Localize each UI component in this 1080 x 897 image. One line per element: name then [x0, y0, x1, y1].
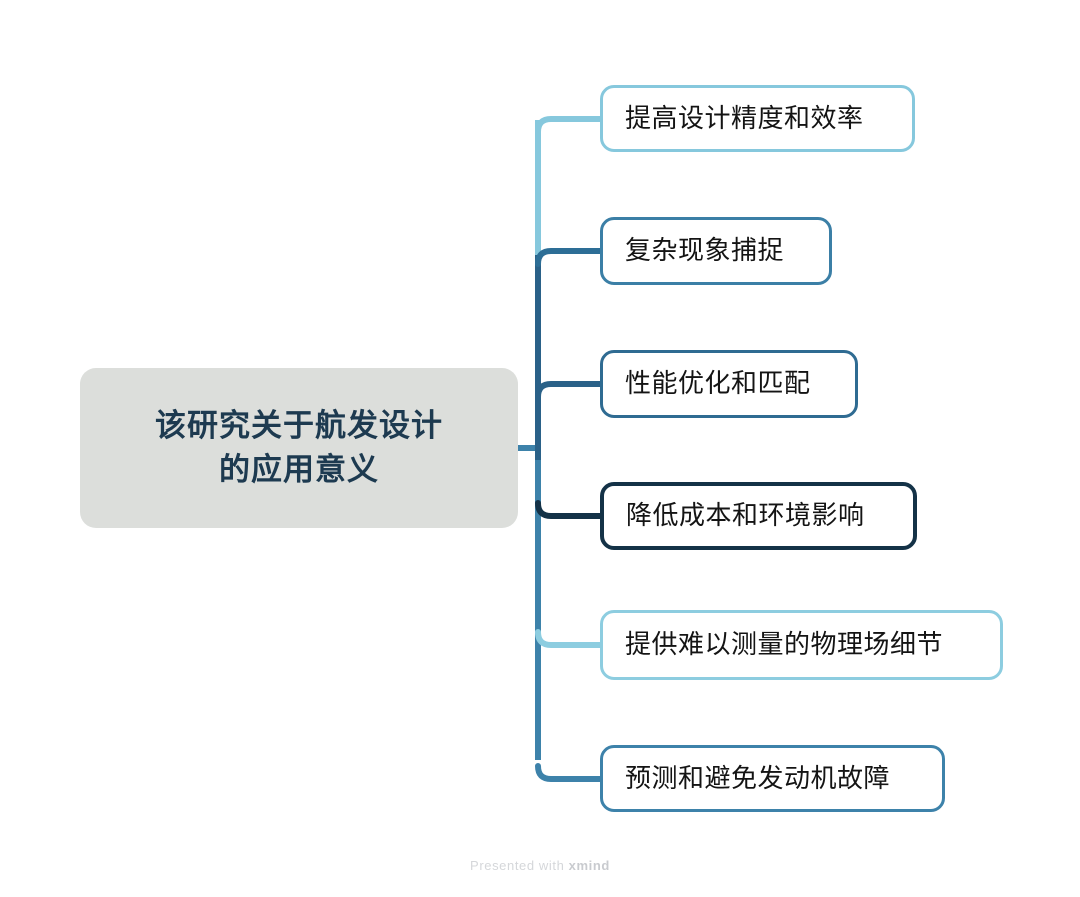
branch-node-6[interactable]: 预测和避免发动机故障 — [600, 745, 945, 812]
footer-prefix: Presented with — [470, 858, 569, 873]
branch-node-6-label: 预测和避免发动机故障 — [625, 762, 891, 793]
footer-watermark: Presented with xmind — [0, 858, 1080, 873]
branch-node-5-label: 提供难以测量的物理场细节 — [625, 629, 944, 660]
branch-node-3[interactable]: 性能优化和匹配 — [600, 350, 858, 418]
branch-node-1-label: 提高设计精度和效率 — [625, 102, 864, 133]
branch-connector-6 — [535, 763, 603, 782]
branch-connector-5 — [535, 629, 603, 648]
branch-node-5[interactable]: 提供难以测量的物理场细节 — [600, 610, 1003, 680]
root-node-label-line1: 该研究关于航发设计 — [155, 407, 443, 443]
root-node[interactable]: 该研究关于航发设计的应用意义 — [80, 368, 518, 528]
branch-node-2-label: 复杂现象捕捉 — [625, 235, 785, 266]
branch-connector-2 — [535, 248, 603, 267]
branch-node-4-label: 降低成本和环境影响 — [626, 500, 865, 531]
root-node-label-line2: 的应用意义 — [219, 452, 379, 487]
branch-node-4[interactable]: 降低成本和环境影响 — [600, 482, 917, 550]
branch-node-2[interactable]: 复杂现象捕捉 — [600, 217, 832, 285]
footer-brand: xmind — [568, 858, 610, 873]
root-node-label: 该研究关于航发设计的应用意义 — [155, 404, 443, 492]
branch-connector-3 — [535, 381, 603, 400]
branch-node-1[interactable]: 提高设计精度和效率 — [600, 85, 915, 152]
branch-node-3-label: 性能优化和匹配 — [625, 368, 811, 399]
branch-connector-1 — [535, 116, 603, 135]
branch-connector-4 — [535, 500, 603, 519]
